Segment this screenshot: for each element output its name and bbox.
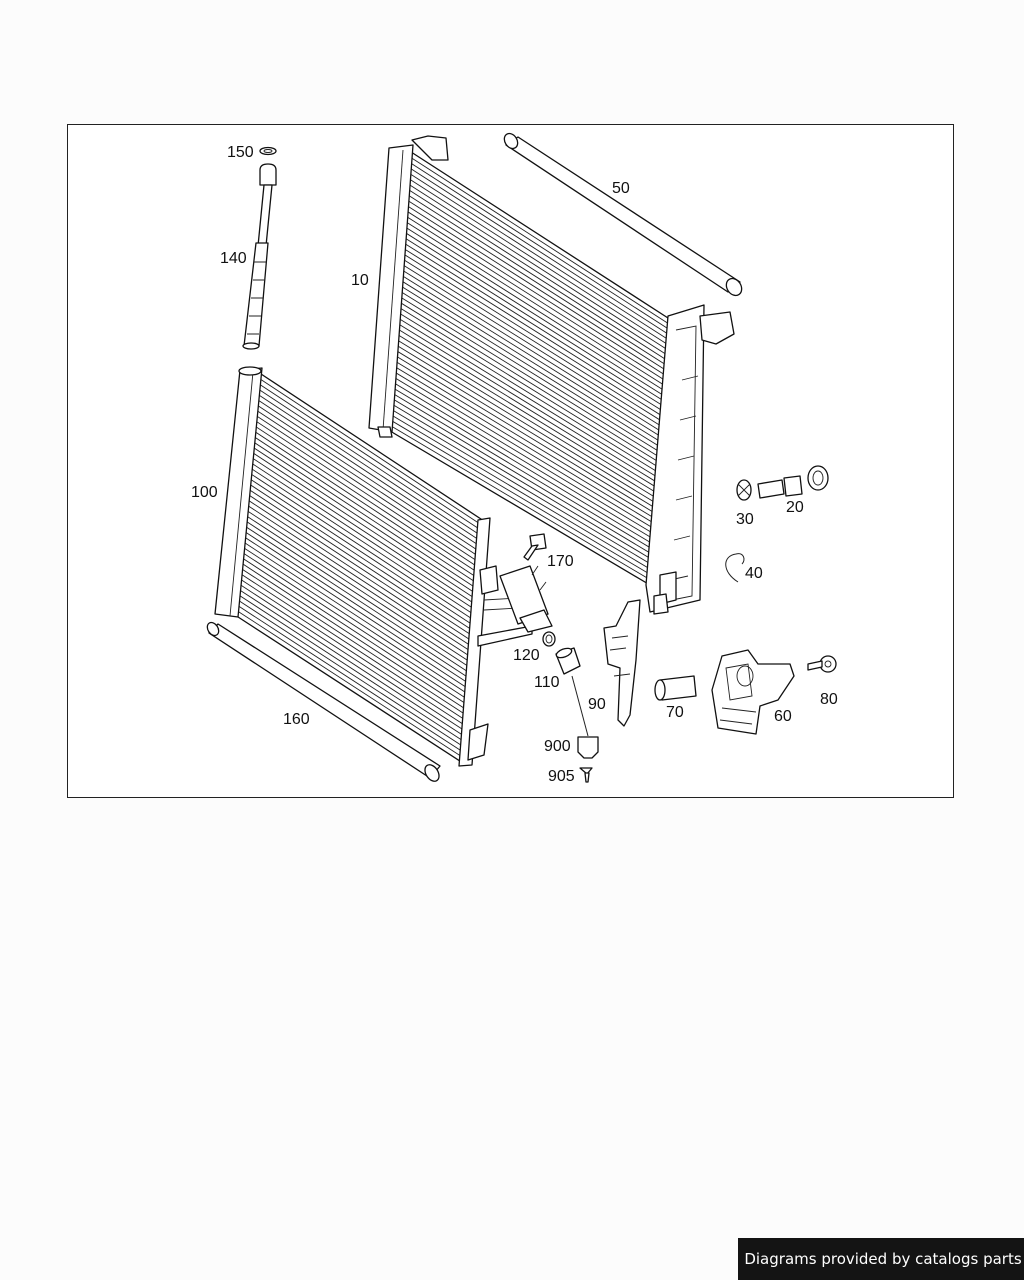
label-60: 60 xyxy=(774,708,792,725)
cap-30 xyxy=(736,479,752,501)
label-160: 160 xyxy=(283,711,310,728)
connector-900 xyxy=(577,736,599,759)
clip-40 xyxy=(725,553,745,583)
credit-text: Diagrams provided by catalogs parts xyxy=(744,1250,1022,1268)
part-labels: 150 140 10 50 100 160 170 120 110 900 90… xyxy=(191,144,838,785)
label-30: 30 xyxy=(736,511,754,528)
label-100: 100 xyxy=(191,484,218,501)
dryer-cartridge-140 xyxy=(242,163,277,350)
credit-banner: Diagrams provided by catalogs parts xyxy=(738,1238,1024,1280)
label-120: 120 xyxy=(513,647,540,664)
screw-170 xyxy=(523,533,547,561)
cap-905 xyxy=(579,767,593,783)
screw-80 xyxy=(807,655,837,673)
pressure-sensor-110 xyxy=(555,647,589,737)
label-150: 150 xyxy=(227,144,254,161)
fastener-20 xyxy=(757,465,829,499)
condenser-10 xyxy=(368,135,735,615)
label-140: 140 xyxy=(220,250,247,267)
seal-strip-50 xyxy=(503,132,743,297)
label-905: 905 xyxy=(548,768,575,785)
label-170: 170 xyxy=(547,553,574,570)
seal-ring-150 xyxy=(259,146,277,156)
line-fitting xyxy=(499,565,553,633)
label-70: 70 xyxy=(666,704,684,721)
label-80: 80 xyxy=(820,691,838,708)
label-90: 90 xyxy=(588,696,606,713)
holder-60 xyxy=(711,649,795,735)
seal-strip-160 xyxy=(206,621,441,782)
label-10: 10 xyxy=(351,272,369,289)
label-900: 900 xyxy=(544,738,571,755)
label-50: 50 xyxy=(612,180,630,197)
condenser-100 xyxy=(214,366,533,767)
o-ring-120 xyxy=(542,631,556,647)
bracket-90 xyxy=(603,599,641,727)
bushing-70 xyxy=(654,675,697,701)
label-110: 110 xyxy=(534,674,560,691)
label-40: 40 xyxy=(745,565,763,582)
label-20: 20 xyxy=(786,499,804,516)
